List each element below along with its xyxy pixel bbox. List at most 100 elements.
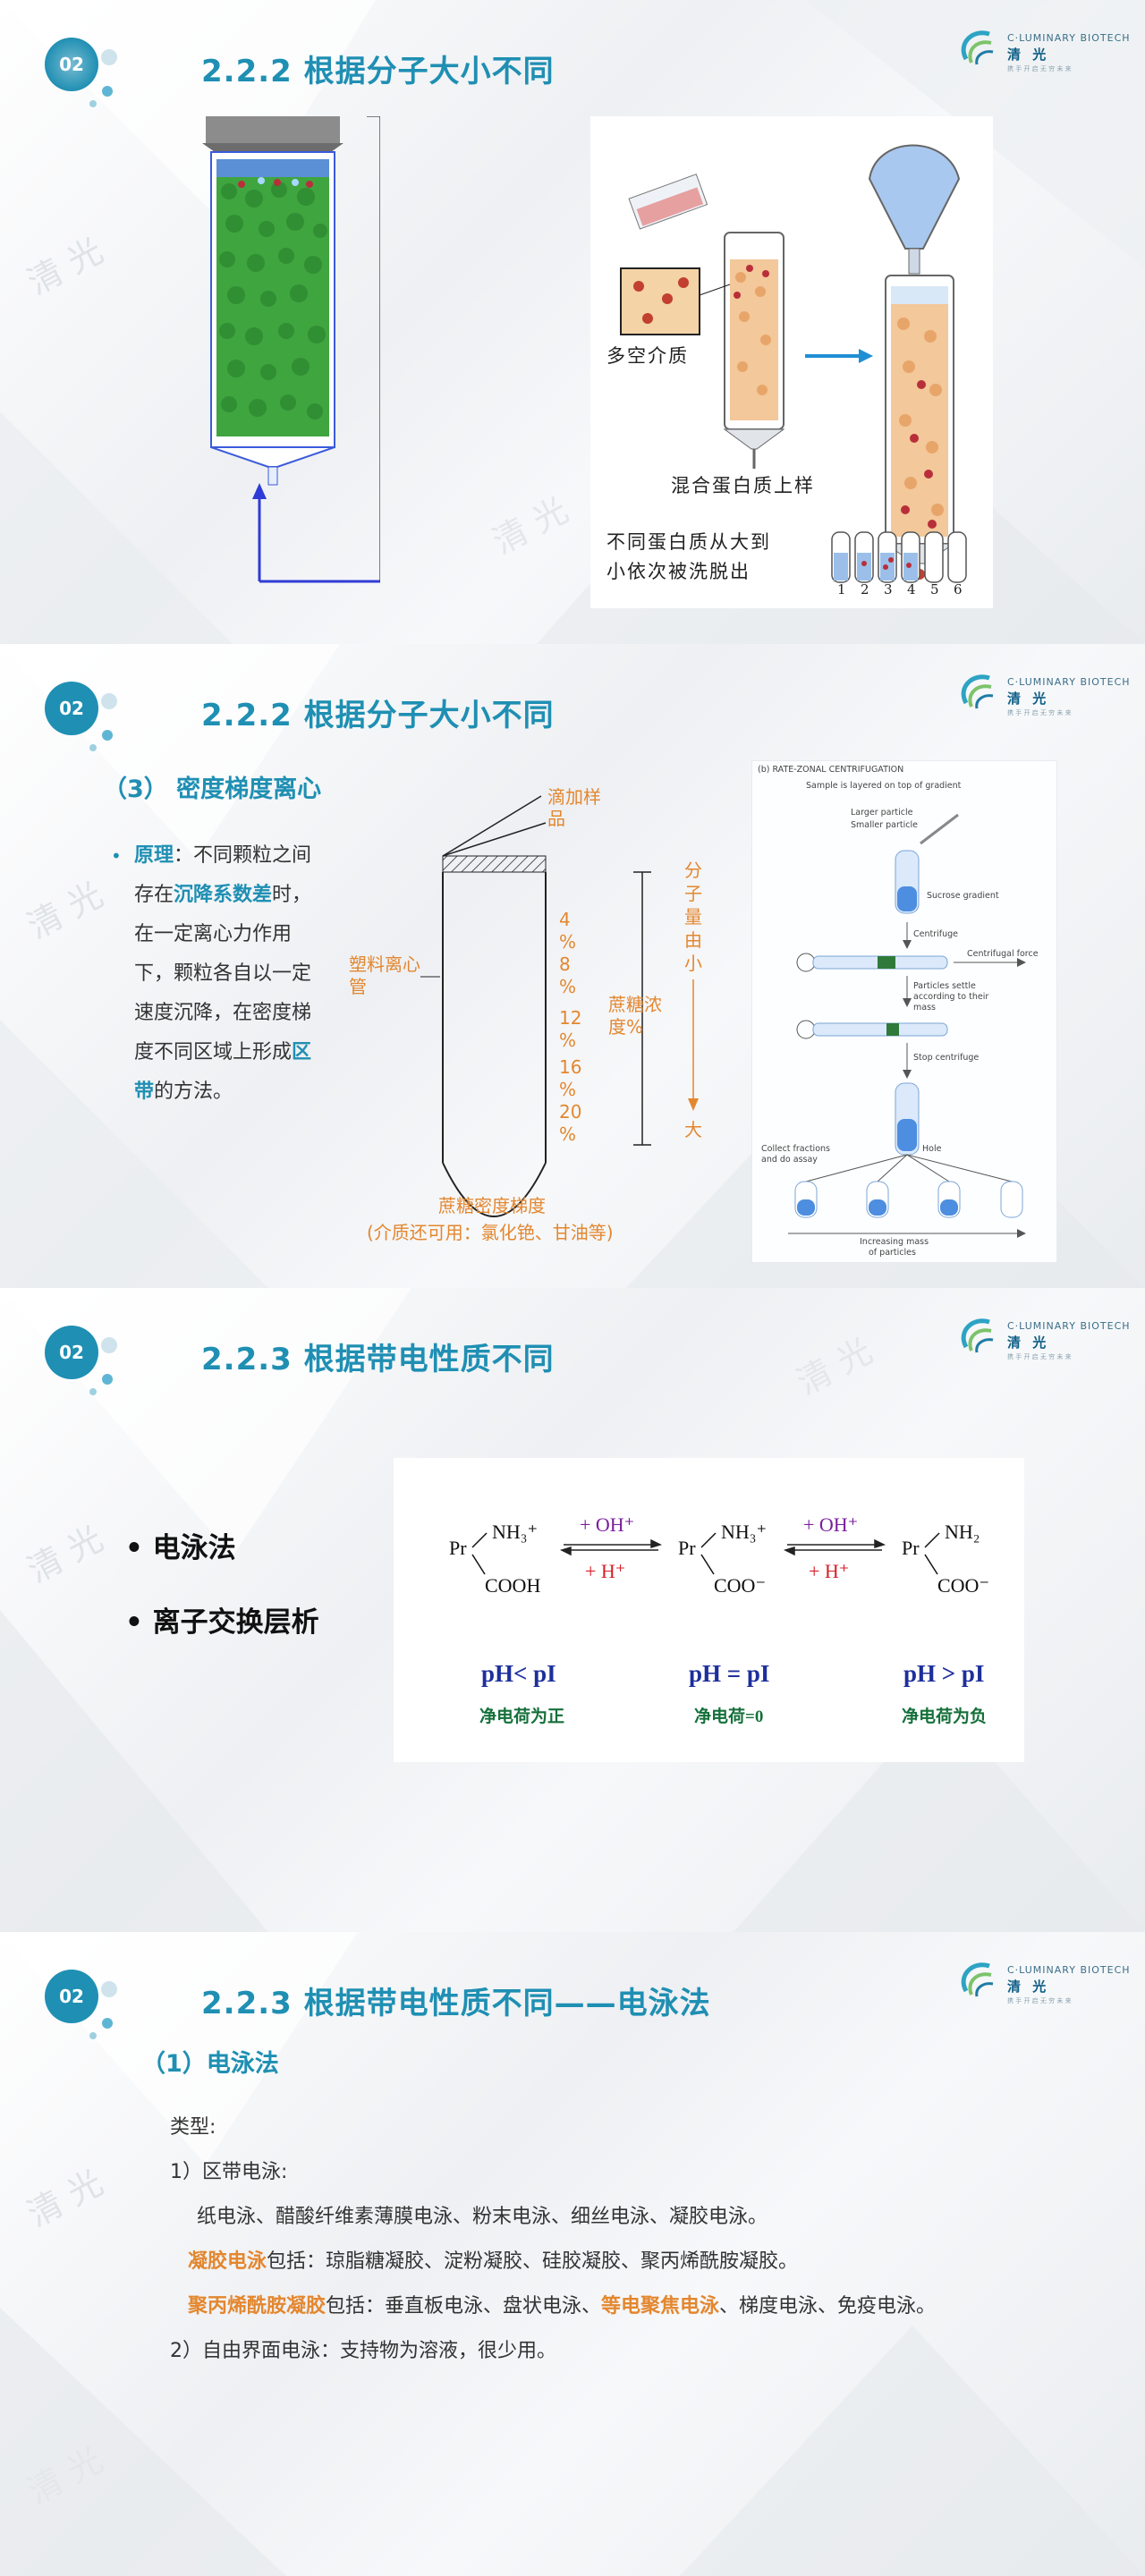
bullet-icon: •	[111, 845, 122, 867]
svg-text:Pr: Pr	[678, 1537, 696, 1559]
rate-zonal-reference-figure: (b) RATE-ZONAL CENTRIFUGATION Sample is …	[751, 760, 1057, 1263]
label-porous-medium: 多空介质	[606, 345, 689, 367]
label-sucrose-gradient: 蔗糖密度梯度	[438, 1195, 546, 1216]
reagent-oh: + OH⁺	[580, 1513, 634, 1536]
watermark: 清 光	[791, 1331, 878, 1402]
page-electrophoresis-line: 聚丙烯酰胺凝胶包括：垂直板电泳、盘状电泳、等电聚焦电泳、梯度电泳、免疫电泳。	[188, 2295, 937, 2318]
fraction-number: 3	[884, 581, 895, 597]
page-title: 2.2.2 根据分子大小不同	[201, 698, 555, 733]
svg-text:Pr: Pr	[449, 1537, 467, 1559]
svg-text:%: %	[559, 1030, 576, 1051]
label-add-sample-2: 品	[547, 808, 565, 829]
label-plastic-tube: 塑料离心	[349, 953, 420, 975]
company-logo: C·LUMINARY BIOTECH 清 光 携 手 开 启 无 穷 未 来	[957, 23, 1136, 86]
svg-text:20: 20	[559, 1101, 581, 1123]
watermark: 清 光	[487, 490, 574, 562]
svg-text:COO⁻: COO⁻	[937, 1574, 989, 1597]
svg-text:8: 8	[559, 953, 571, 975]
company-logo: C·LUMINARY BIOTECH 清 光 携 手 开 启 无 穷 未 来	[957, 667, 1136, 730]
svg-text:NH₂: NH₂	[945, 1521, 980, 1543]
section-badge: 02	[45, 682, 117, 751]
svg-text:%: %	[559, 931, 576, 953]
label-mw-small-to-big: 分	[684, 860, 702, 881]
watermark: 清 光	[21, 2163, 109, 2234]
method-electrophoresis: • 电泳法	[125, 1532, 236, 1564]
gel-electrophoresis-line: 凝胶电泳包括：琼脂糖凝胶、淀粉凝胶、硅胶凝胶、聚丙烯酰胺凝胶。	[188, 2250, 799, 2273]
svg-text:量: 量	[684, 906, 702, 928]
reagent-h: + H⁺	[809, 1560, 849, 1582]
svg-text:12: 12	[559, 1007, 581, 1029]
fraction-number: 2	[861, 581, 871, 597]
logo-icon	[961, 1318, 994, 1353]
rate-zonal-drawing	[788, 813, 1026, 1238]
svg-text:4: 4	[559, 909, 571, 930]
charge-positive: 净电荷为正	[479, 1706, 564, 1726]
company-logo: C·LUMINARY BIOTECH 清 光 携 手 开 启 无 穷 未 来	[957, 1311, 1136, 1374]
svg-text:%: %	[559, 976, 576, 997]
method-ion-exchange: • 离子交换层析	[125, 1606, 319, 1639]
condition-ph-above-pi: pH > pI	[903, 1660, 984, 1687]
logo-icon	[961, 1962, 994, 1997]
watermark: 清 光	[21, 875, 109, 946]
logo-icon	[961, 674, 994, 709]
principle-label: 原理	[134, 844, 174, 867]
charge-zero: 净电荷=0	[694, 1706, 763, 1726]
page-title: 2.2.3 根据带电性质不同——电泳法	[201, 1986, 711, 2021]
svg-text:COO⁻: COO⁻	[714, 1574, 766, 1597]
watermark: 清 光	[21, 1519, 109, 1590]
faceted-background: 清 光 清 光	[0, 1932, 1145, 2576]
svg-text:Pr: Pr	[902, 1537, 920, 1559]
condition-ph-equals-pi: pH = pI	[689, 1660, 769, 1687]
fraction-number: 1	[837, 581, 848, 597]
highlight-sedimentation: 沉降系数差	[174, 884, 273, 906]
svg-text:NH₃⁺: NH₃⁺	[721, 1521, 767, 1543]
page-title: 2.2.2 根据分子大小不同	[201, 54, 555, 89]
type-label: 类型:	[170, 2116, 216, 2139]
badge-number: 02	[59, 54, 84, 75]
section-subtitle: （1）电泳法	[141, 2050, 279, 2078]
watermark: 清 光	[21, 231, 109, 302]
slide-density-gradient: 清 光 02 2.2.2 根据分子大小不同 C·LUMINARY BIOTECH…	[0, 644, 1145, 1288]
column-diagram	[202, 116, 380, 583]
fraction-number: 6	[954, 581, 964, 597]
slide-charge-properties: 清 光 清 光 02 2.2.3 根据带电性质不同 C·LUMINARY BIO…	[0, 1288, 1145, 1932]
svg-text:%: %	[559, 1123, 576, 1145]
label-elute-1: 不同蛋白质从大到	[606, 531, 771, 553]
svg-text:16: 16	[559, 1056, 581, 1078]
fraction-number: 4	[907, 581, 918, 597]
condition-ph-below-pi: pH< pI	[481, 1660, 556, 1687]
label-load-sample: 混合蛋白质上样	[671, 475, 815, 496]
label-sucrose-conc: 蔗糖浓	[608, 994, 662, 1015]
svg-text:%: %	[559, 1079, 576, 1100]
zone-electrophoresis-list: 纸电泳、醋酸纤维素薄膜电泳、粉末电泳、细丝电泳、凝胶电泳。	[197, 2206, 768, 2228]
slide-size-exclusion-column: 清 光 清 光 02 2.2.2 根据分子大小不同 C·LUMINARY BIO…	[0, 0, 1145, 644]
logo-icon	[961, 30, 994, 65]
gel-filtration-drawing	[620, 144, 967, 583]
company-logo: C·LUMINARY BIOTECH 清 光 携 手 开 启 无 穷 未 来	[957, 1955, 1136, 2018]
amphoteric-equilibrium-diagram: Pr NH₃⁺ COOH Pr NH₃⁺ COO⁻ Pr NH₂ COO⁻ + …	[394, 1458, 1024, 1762]
page-title: 2.2.3 根据带电性质不同	[201, 1342, 555, 1377]
label-medium-note: (介质还可用：氯化铯、甘油等)	[367, 1222, 614, 1243]
svg-text:COOH: COOH	[485, 1574, 540, 1597]
resin-beads	[216, 177, 329, 436]
section-badge: 02	[45, 1970, 117, 2039]
svg-text:小: 小	[684, 953, 702, 974]
slide-electrophoresis: 清 光 清 光 02 2.2.3 根据带电性质不同——电泳法 C·LUMINAR…	[0, 1932, 1145, 2576]
reagent-h: + H⁺	[585, 1560, 625, 1582]
label-plastic-tube-2: 管	[349, 976, 367, 997]
badge-number: 02	[59, 698, 84, 719]
faceted-background: 清 光 清 光	[0, 1288, 1145, 1932]
svg-text:NH₃⁺: NH₃⁺	[492, 1521, 538, 1543]
method-list: • 电泳法 • 离子交换层析	[125, 1525, 319, 1674]
reagent-oh: + OH⁺	[803, 1513, 858, 1536]
label-elute-2: 小依次被洗脱出	[606, 561, 751, 582]
charge-negative: 净电荷为负	[902, 1706, 987, 1726]
gel-filtration-illustration: 多空介质 混合蛋白质上样 不同蛋白质从大到 小依次被洗脱出 1 2 3 4 5 …	[590, 116, 993, 608]
free-boundary-electrophoresis: 2）自由界面电泳：支持物为溶液，很少用。	[170, 2340, 556, 2362]
principle-paragraph: • 原理：不同颗粒之间存在沉降系数差时，在一定离心力作用下，颗粒各自以一定速度沉…	[111, 836, 313, 1112]
section-badge: 02	[45, 1326, 117, 1395]
label-add-sample: 滴加样	[547, 786, 601, 808]
badge-number: 02	[59, 1986, 84, 2007]
zone-electrophoresis-label: 1）区带电泳:	[170, 2161, 288, 2183]
section-subtitle: （3） 密度梯度离心	[103, 775, 322, 803]
